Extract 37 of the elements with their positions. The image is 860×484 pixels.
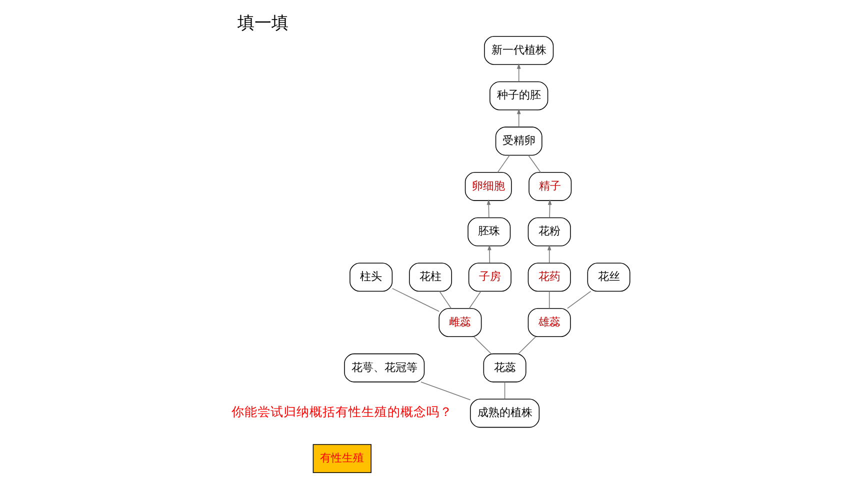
node-box: 有性生殖 (312, 444, 371, 474)
node-box: 花药 (527, 262, 570, 292)
arrow (546, 244, 551, 264)
connector (504, 382, 505, 400)
label: 你能尝试归纳概括有性生殖的概念吗？ (231, 404, 452, 420)
arrow (487, 244, 491, 264)
arrow (516, 63, 520, 82)
arrow (516, 108, 520, 128)
connector (438, 290, 452, 309)
node-box: 花萼、花冠等 (344, 353, 424, 382)
node-box: 新一代植株 (484, 36, 554, 65)
node-box: 雌蕊 (438, 308, 482, 337)
arrow (486, 199, 490, 218)
node-box: 花丝 (586, 262, 630, 292)
connector (420, 382, 470, 400)
connector (548, 290, 550, 309)
node-box: 卵细胞 (464, 172, 512, 201)
node-box: 胚珠 (467, 217, 510, 246)
node-box: 成熟的植株 (469, 398, 540, 428)
connector (468, 290, 481, 309)
node-box: 花蕊 (482, 353, 526, 382)
node-box: 花粉 (527, 217, 570, 246)
node-box: 精子 (528, 172, 572, 201)
connector (518, 336, 536, 354)
node-box: 受精卵 (494, 126, 542, 156)
connector (496, 154, 510, 173)
node-box: 种子的胚 (489, 81, 548, 110)
node-box: 花柱 (408, 262, 452, 292)
connector (566, 290, 591, 309)
connector (472, 336, 492, 354)
node-box: 雄蕊 (527, 308, 570, 337)
node-box: 柱头 (349, 262, 392, 292)
diagram-title: 填一填 (237, 13, 288, 34)
connector (527, 154, 540, 173)
connector (391, 288, 439, 312)
arrow (547, 199, 552, 218)
node-box: 子房 (468, 262, 511, 292)
